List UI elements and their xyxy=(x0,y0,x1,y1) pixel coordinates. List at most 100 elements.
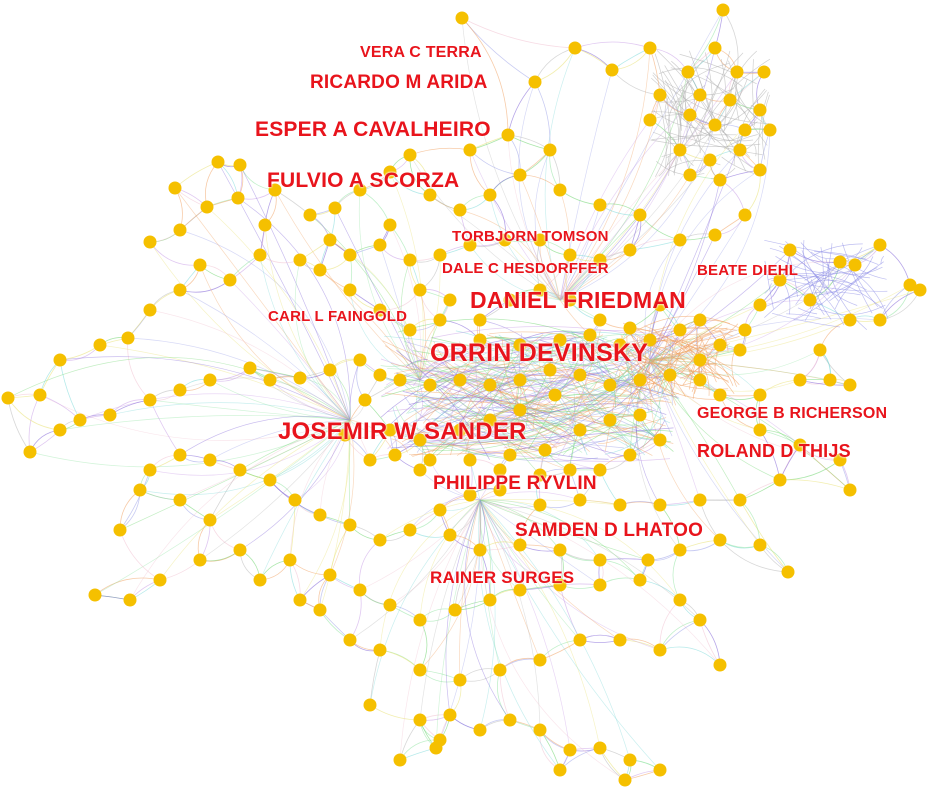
author-node xyxy=(23,445,37,459)
coauthor-edge xyxy=(479,499,496,731)
coauthor-edge xyxy=(702,350,717,383)
coauthor-edge xyxy=(424,363,560,435)
author-node xyxy=(583,328,597,342)
coauthor-edge xyxy=(531,351,553,373)
author-node xyxy=(653,643,667,657)
coauthor-edge xyxy=(479,499,601,561)
coauthor-edge xyxy=(652,74,753,169)
coauthor-edge xyxy=(649,359,851,386)
coauthor-edge xyxy=(752,59,755,126)
coauthor-edge xyxy=(358,189,421,381)
coauthor-edge xyxy=(797,307,818,315)
author-node xyxy=(493,663,507,677)
coauthor-edge xyxy=(771,286,777,292)
author-node xyxy=(513,373,527,387)
coauthor-edge xyxy=(391,427,674,449)
coauthor-edge xyxy=(675,84,706,109)
coauthor-edge xyxy=(479,499,541,661)
coauthor-edge xyxy=(656,161,705,176)
author-node xyxy=(173,448,187,462)
coauthor-edge xyxy=(159,419,351,581)
coauthor-edge xyxy=(289,419,351,561)
author-node xyxy=(783,243,797,257)
author-node xyxy=(513,583,527,597)
coauthor-edge xyxy=(679,337,704,375)
coauthor-edge xyxy=(850,269,873,314)
coauthor-edge xyxy=(554,352,595,424)
author-node xyxy=(633,408,647,422)
author-node xyxy=(313,508,327,522)
author-node xyxy=(823,373,837,387)
coauthor-edge xyxy=(479,499,521,591)
coauthor-edge xyxy=(541,403,667,417)
author-node xyxy=(338,428,352,442)
author-node xyxy=(713,658,727,672)
coauthor-edge xyxy=(739,499,789,573)
coauthor-edge xyxy=(479,499,581,641)
coauthor-edge xyxy=(664,96,670,126)
author-node xyxy=(493,463,507,477)
author-node xyxy=(383,423,397,437)
author-node xyxy=(553,333,567,347)
author-node xyxy=(623,753,637,767)
author-node xyxy=(113,523,127,537)
author-node xyxy=(313,603,327,617)
author-node xyxy=(1,391,15,405)
coauthor-edge xyxy=(435,499,481,749)
coauthor-edge xyxy=(828,266,883,275)
author-node xyxy=(313,263,327,277)
coauthor-edge xyxy=(639,339,643,359)
coauthor-edge xyxy=(329,419,355,576)
coauthor-edge xyxy=(652,131,682,162)
author-node xyxy=(243,361,257,375)
author-node xyxy=(713,388,727,402)
coauthor-edge xyxy=(209,469,241,521)
coauthor-edge xyxy=(667,324,670,327)
author-node xyxy=(293,253,307,267)
coauthor-edge xyxy=(229,279,351,421)
coauthor-edge xyxy=(559,94,701,301)
coauthor-edge xyxy=(803,240,825,316)
coauthor-edge xyxy=(879,289,921,321)
coauthor-edge xyxy=(625,325,735,394)
coauthor-edge xyxy=(653,110,733,129)
coauthor-edge xyxy=(425,345,548,408)
author-node xyxy=(53,423,67,437)
coauthor-edge xyxy=(454,499,482,611)
author-label-fulvio-a-scorza: FULVIO A SCORZA xyxy=(267,169,460,192)
author-node xyxy=(203,513,217,527)
coauthor-edge xyxy=(495,363,570,380)
author-node xyxy=(288,493,302,507)
author-node xyxy=(373,238,387,252)
author-node xyxy=(403,523,417,537)
author-label-esper-a-cavalheiro: ESPER A CAVALHEIRO xyxy=(255,118,491,141)
author-node xyxy=(443,708,457,722)
author-node xyxy=(258,218,272,232)
coauthor-edge xyxy=(359,189,391,226)
coauthor-edge xyxy=(677,113,754,142)
author-node xyxy=(473,333,487,347)
coauthor-edge xyxy=(239,419,351,471)
author-node xyxy=(903,278,917,292)
author-node xyxy=(233,158,247,172)
coauthor-edge xyxy=(507,134,551,151)
author-node xyxy=(513,168,527,182)
coauthor-edge xyxy=(663,324,723,341)
coauthor-edge xyxy=(479,499,649,561)
coauthor-edge xyxy=(624,353,681,361)
author-node xyxy=(673,543,687,557)
author-node xyxy=(753,388,767,402)
author-node xyxy=(193,553,207,567)
coauthor-edge xyxy=(479,499,641,581)
coauthor-edge xyxy=(458,351,534,366)
coauthor-edge xyxy=(879,284,911,321)
coauthor-edge xyxy=(719,539,789,573)
coauthor-edge xyxy=(439,319,481,341)
coauthor-edge xyxy=(721,156,755,174)
coauthor-edge xyxy=(379,499,481,651)
coauthor-edge xyxy=(469,149,521,176)
coauthor-edge xyxy=(739,479,781,501)
coauthor-edge xyxy=(401,374,563,389)
coauthor-edge xyxy=(667,160,721,170)
coauthor-edge xyxy=(814,251,879,265)
